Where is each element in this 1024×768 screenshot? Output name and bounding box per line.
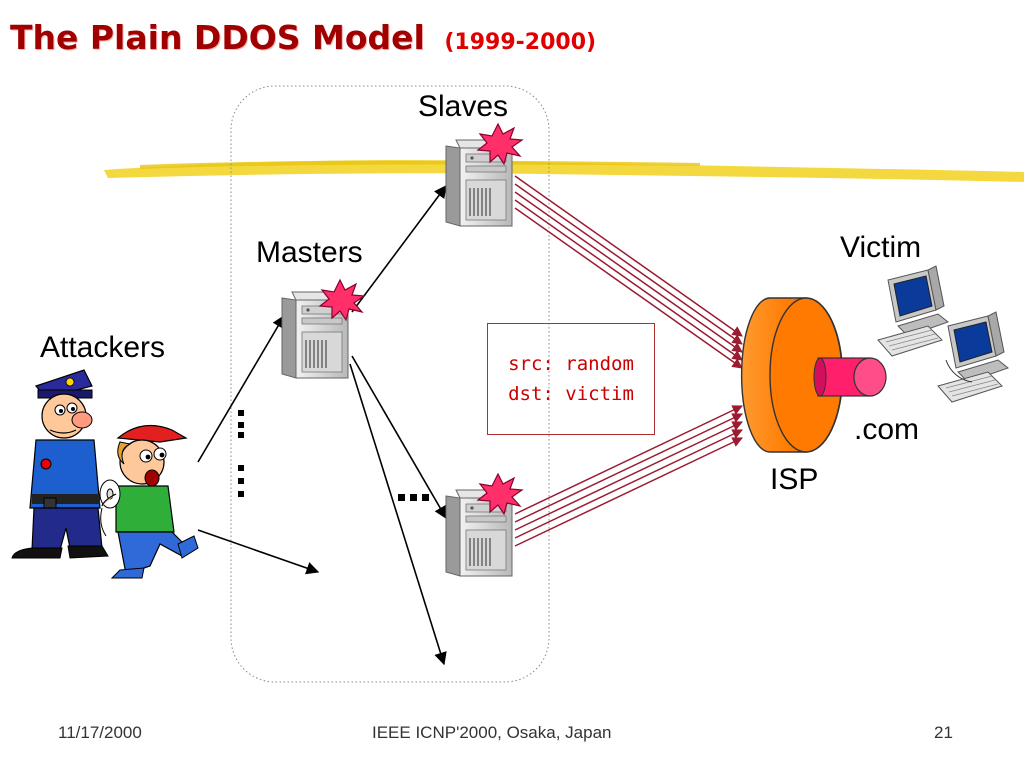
attackers-label: Attackers [40, 331, 166, 364]
slide-title: The Plain DDOS Model (1999-2000) [10, 18, 596, 57]
hacker-icon [99, 424, 199, 579]
master-slave-region [230, 85, 550, 683]
title-years: (1999-2000) [444, 30, 597, 55]
arrow-master-to-slave-bottom [351, 355, 447, 520]
police-icon [11, 369, 109, 559]
victim-label: Victim [840, 231, 922, 264]
highlighter-stroke [104, 160, 1024, 182]
packet-header-note: src: random dst: victim [487, 323, 655, 435]
arrow-master-to-slave-top [351, 184, 447, 313]
computer-cable [945, 359, 973, 383]
note-src: src: random [508, 353, 634, 375]
title-main: The Plain DDOS Model [10, 18, 425, 57]
victim-computer-icon-2 [937, 311, 1009, 403]
arrow-attacker-to-master [197, 314, 285, 463]
isp-label: ISP [770, 463, 819, 496]
note-dst: dst: victim [508, 383, 634, 405]
attack-lines-bottom [514, 405, 743, 547]
dotcom-label: .com [854, 413, 920, 446]
attack-lines-top [514, 175, 743, 369]
ellipsis-horizontal [398, 494, 429, 501]
footer-conference: IEEE ICNP'2000, Osaka, Japan [372, 723, 612, 742]
footer-page-number: 21 [934, 723, 953, 742]
arrow-master-to-hidden [349, 363, 447, 666]
slaves-label: Slaves [418, 90, 509, 123]
isp-cylinder-icon [740, 297, 887, 453]
victim-computer-icon-1 [877, 265, 949, 357]
footer-date: 11/17/2000 [58, 723, 142, 742]
ellipsis-vertical [238, 410, 244, 497]
arrow-attacker-to-hidden [197, 529, 320, 575]
masters-label: Masters [256, 236, 363, 269]
